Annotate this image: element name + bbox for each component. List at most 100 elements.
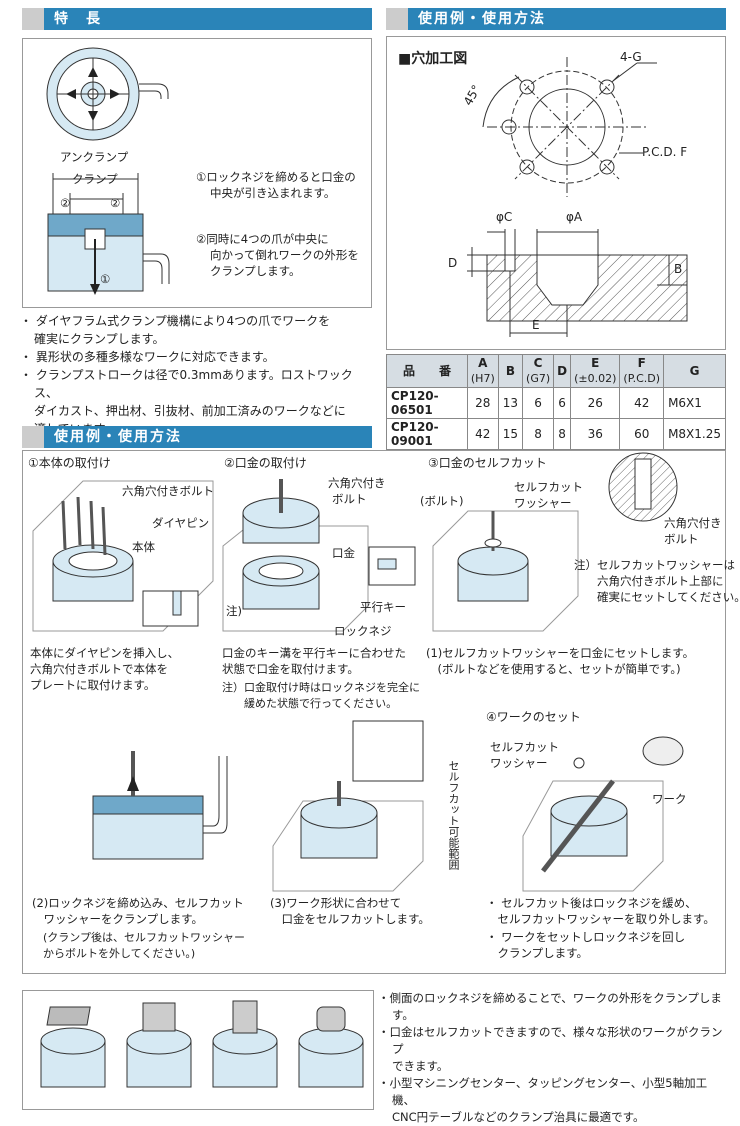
step3-label-washer2: ワッシャー (514, 496, 572, 510)
step4-desc-4: からボルトを外してください。) (32, 947, 196, 960)
step1-label-pin: ダイヤピン (152, 516, 210, 530)
product-3 (212, 1000, 278, 1088)
th-e-sub: (±0.02) (574, 372, 617, 385)
step1-title: ①本体の取付け (28, 456, 111, 470)
feature-note2-c: クランプします。 (210, 264, 301, 278)
usage-top-title: 使用例・使用方法 (418, 11, 546, 27)
step1-label-body: 本体 (132, 540, 155, 554)
label-b: B (674, 262, 683, 276)
product-2 (126, 1002, 192, 1088)
step5-desc-2: 口金をセルフカットします。 (270, 912, 430, 926)
feature-note1-a: ①ロックネジを締めると口金の (196, 170, 356, 184)
cell: 42 (466, 418, 499, 450)
cell: 8 (553, 418, 572, 450)
bullet3-line1: ・ クランプストロークは径で0.3mmあります。ロストワックス、 (20, 368, 353, 400)
step3-label-bolt: (ボルト) (420, 494, 464, 508)
anchor-clamp-label: アンクランプ (60, 150, 129, 164)
spec-table: 品 番 A(H7) B C(G7) D E(±0.02) F(P.C.D) G … (386, 354, 726, 450)
cell: 36 (570, 418, 621, 450)
usage-box (22, 450, 726, 974)
step6-label-washer2: ワッシャー (490, 756, 548, 770)
step6-label-work: ワーク (652, 792, 687, 806)
step3-label-hexbolt1: 六角穴付き (664, 516, 722, 530)
step1-desc-2: 六角穴付きボルトで本体を (30, 662, 168, 676)
step5-desc-1: (3)ワーク形状に合わせて (270, 896, 402, 910)
bullet3-line2: ダイカスト、押出材、引抜材、前加工済みのワークなどに (34, 404, 346, 418)
label-d: D (448, 256, 458, 270)
step2-label-note: 注) (226, 604, 242, 618)
step3-note-1: 注）セルフカットワッシャーは (574, 558, 735, 572)
th-part-no: 品 番 (386, 354, 468, 388)
step2-label-bolt2: ボルト (332, 492, 367, 506)
circle-label-1: ① (100, 272, 111, 286)
bullet2-line1: ・ 異形状の多種多様なワークに対応できます。 (20, 350, 275, 364)
step2-label-jaw: 口金 (332, 546, 355, 560)
step2-desc-4: 緩めた状態で行ってください。 (222, 697, 398, 710)
features-bullets: ・ ダイヤフラム式クランプ機構により4つの爪でワークを確実にクランプします。 ・… (20, 312, 375, 438)
bottom-bullet3-l2: CNC円テーブルなどのクランプ治具に最適です。 (392, 1110, 645, 1124)
cell: 26 (570, 387, 621, 419)
th-e-text: E (591, 356, 600, 370)
cell: 42 (619, 387, 665, 419)
cell: M6X1 (663, 387, 726, 419)
th-g: G (663, 354, 726, 388)
step4-desc-2: ワッシャーをクランプします。 (32, 912, 204, 926)
step3-label-hexbolt2: ボルト (664, 532, 699, 546)
step1-desc-1: 本体にダイヤピンを挿入し、 (30, 646, 180, 660)
cell: 15 (497, 418, 524, 450)
step4-desc-1: (2)ロックネジを締め込み、セルフカット (32, 896, 244, 910)
step3-note-2: 六角穴付きボルト上部に (574, 574, 724, 588)
th-d-text: D (557, 363, 568, 378)
usage-title: 使用例・使用方法 (54, 429, 182, 445)
bottom-product-box (22, 990, 374, 1110)
clamp-label: クランプ (72, 172, 118, 186)
step6-desc-2: セルフカットワッシャーを取り外します。 (486, 912, 715, 926)
th-f-sub: (P.C.D) (623, 372, 661, 385)
step1-desc-3: プレートに取付けます。 (30, 678, 156, 692)
label-e: E (532, 318, 540, 332)
step6-desc-3: ・ ワークをセットしロックネジを回し (486, 930, 686, 944)
bottom-bullet2-l2: できます。 (392, 1059, 449, 1073)
step2-desc-1: 口金のキー溝を平行キーに合わせた (222, 646, 406, 660)
spec-table-header: 品 番 A(H7) B C(G7) D E(±0.02) F(P.C.D) G (386, 354, 726, 388)
th-d: D (553, 354, 572, 388)
step5-label-range: セルフカット可能範囲 (447, 760, 460, 870)
circle-label-2b: ② (110, 196, 121, 210)
feature-note2-b: 向かって倒れワークの外形を (210, 248, 359, 262)
step3-label-washer1: セルフカット (514, 480, 583, 494)
cell: CP120-09001 (386, 418, 468, 450)
bottom-bullet2-l1: ・口金はセルフカットできますので、様々な形状のワークがクランプ (378, 1025, 723, 1056)
circle-label-2a: ② (60, 196, 71, 210)
cell: 28 (466, 387, 499, 419)
step2-desc-2: 状態で口金を取付けます。 (222, 662, 359, 676)
bullet1-line2: 確実にクランプします。 (34, 332, 165, 346)
step6-desc-4: クランプします。 (486, 946, 589, 960)
bullet1-line1: ・ ダイヤフラム式クランプ機構により4つの爪でワークを (20, 314, 331, 328)
features-header: 特 長 (22, 8, 372, 30)
step2-label-lockscrew: ロックネジ (334, 624, 392, 638)
hole-drawing-title: ■穴加工図 (398, 51, 468, 67)
th-part-no-text: 品 番 (402, 363, 451, 378)
cell: 6 (553, 387, 572, 419)
th-c: C (G7) (522, 354, 555, 388)
step1-label-bolt: 六角穴付きボルト (122, 484, 214, 498)
th-e: E (±0.02) (570, 354, 621, 388)
features-diagram-box (22, 38, 372, 308)
th-c-sub: (G7) (526, 372, 551, 385)
step6-desc-1: ・ セルフカット後はロックネジを緩め、 (486, 896, 697, 910)
cell: 13 (497, 387, 524, 419)
cell: CP120-06501 (386, 387, 468, 419)
step3-note-3: 確実にセットしてください。 (574, 590, 740, 604)
feature-note2-a: ②同時に4つの爪が中央に (196, 232, 329, 246)
label-phi-a: φA (566, 210, 583, 224)
bottom-bullet1: ・側面のロックネジを締めることで、ワークの外形をクランプします。 (378, 991, 722, 1022)
th-g-text: G (689, 363, 700, 378)
features-diagram (46, 47, 170, 295)
step6-title: ④ワークのセット (486, 710, 581, 724)
label-pcd: P.C.D. F (642, 145, 688, 159)
th-c-text: C (533, 356, 543, 370)
cell: 60 (619, 418, 665, 450)
feature-note1-b: 中央が引き込まれます。 (210, 186, 336, 200)
usage-header: 使用例・使用方法 (22, 426, 372, 448)
hole-drawing (467, 57, 688, 337)
